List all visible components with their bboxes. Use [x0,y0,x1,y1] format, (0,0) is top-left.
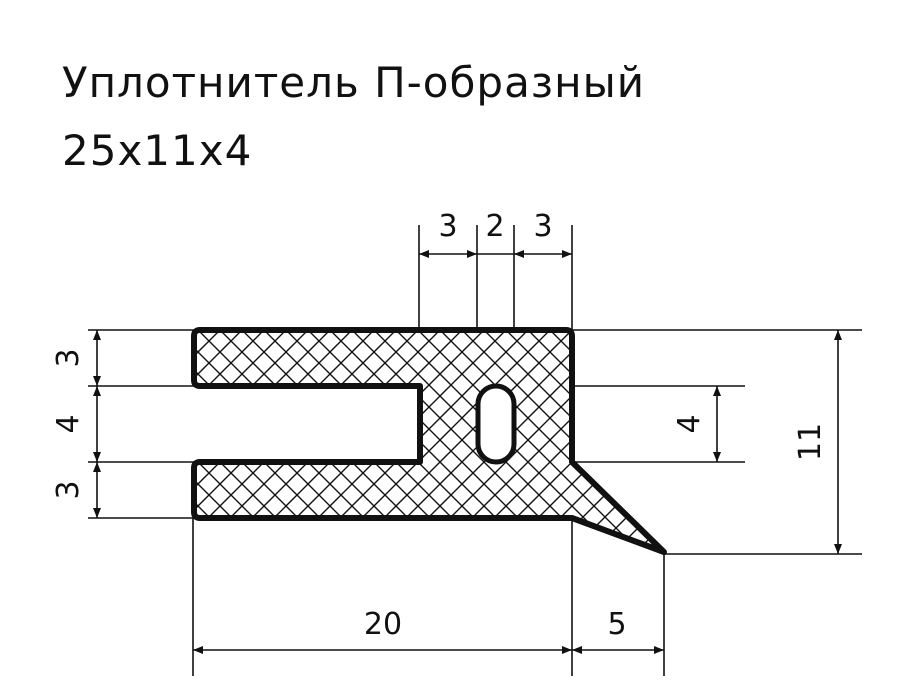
dim-left-top: 3 [51,348,86,367]
dim-base-width: 20 [364,607,402,642]
drawing-subtitle-size: 25x11x4 [62,126,253,175]
dim-top-left: 3 [438,209,457,244]
dim-top-right: 3 [533,209,552,244]
dim-slot-height: 4 [672,414,707,433]
dim-left-bottom: 3 [51,480,86,499]
dim-lip-width: 5 [607,607,626,642]
dim-left-middle: 4 [51,414,86,433]
oval-hole [475,383,517,465]
right-dimension-lines [713,330,842,554]
dim-overall-height: 11 [793,423,828,461]
dim-top-center: 2 [485,209,504,244]
drawing-title: Уплотнитель П-образный [62,58,646,107]
seal-profile-section [191,327,667,555]
